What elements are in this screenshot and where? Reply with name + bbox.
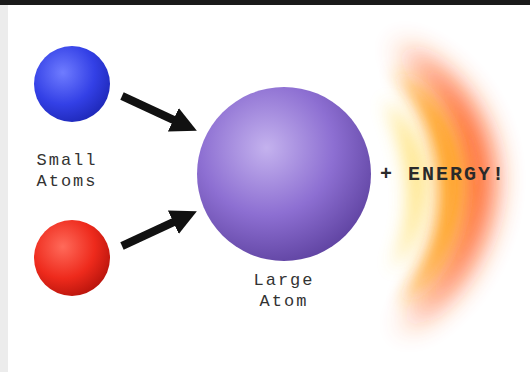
energy-glow: [385, 45, 496, 330]
atom-label: Large Atom: [246, 270, 322, 313]
arrow: [122, 220, 178, 246]
energy-label: + ENERGY!: [380, 162, 506, 187]
arrow: [122, 96, 178, 122]
small-atom-blue: [34, 46, 110, 122]
side-strip: [0, 5, 8, 372]
large-atom-circle: [197, 87, 371, 261]
top-strip: [0, 0, 530, 5]
atom-label: Small Atoms: [26, 150, 108, 193]
atom-circle: Large Atom: [196, 86, 372, 262]
atom-outline: [196, 86, 372, 262]
small-atom-red: [34, 220, 110, 296]
